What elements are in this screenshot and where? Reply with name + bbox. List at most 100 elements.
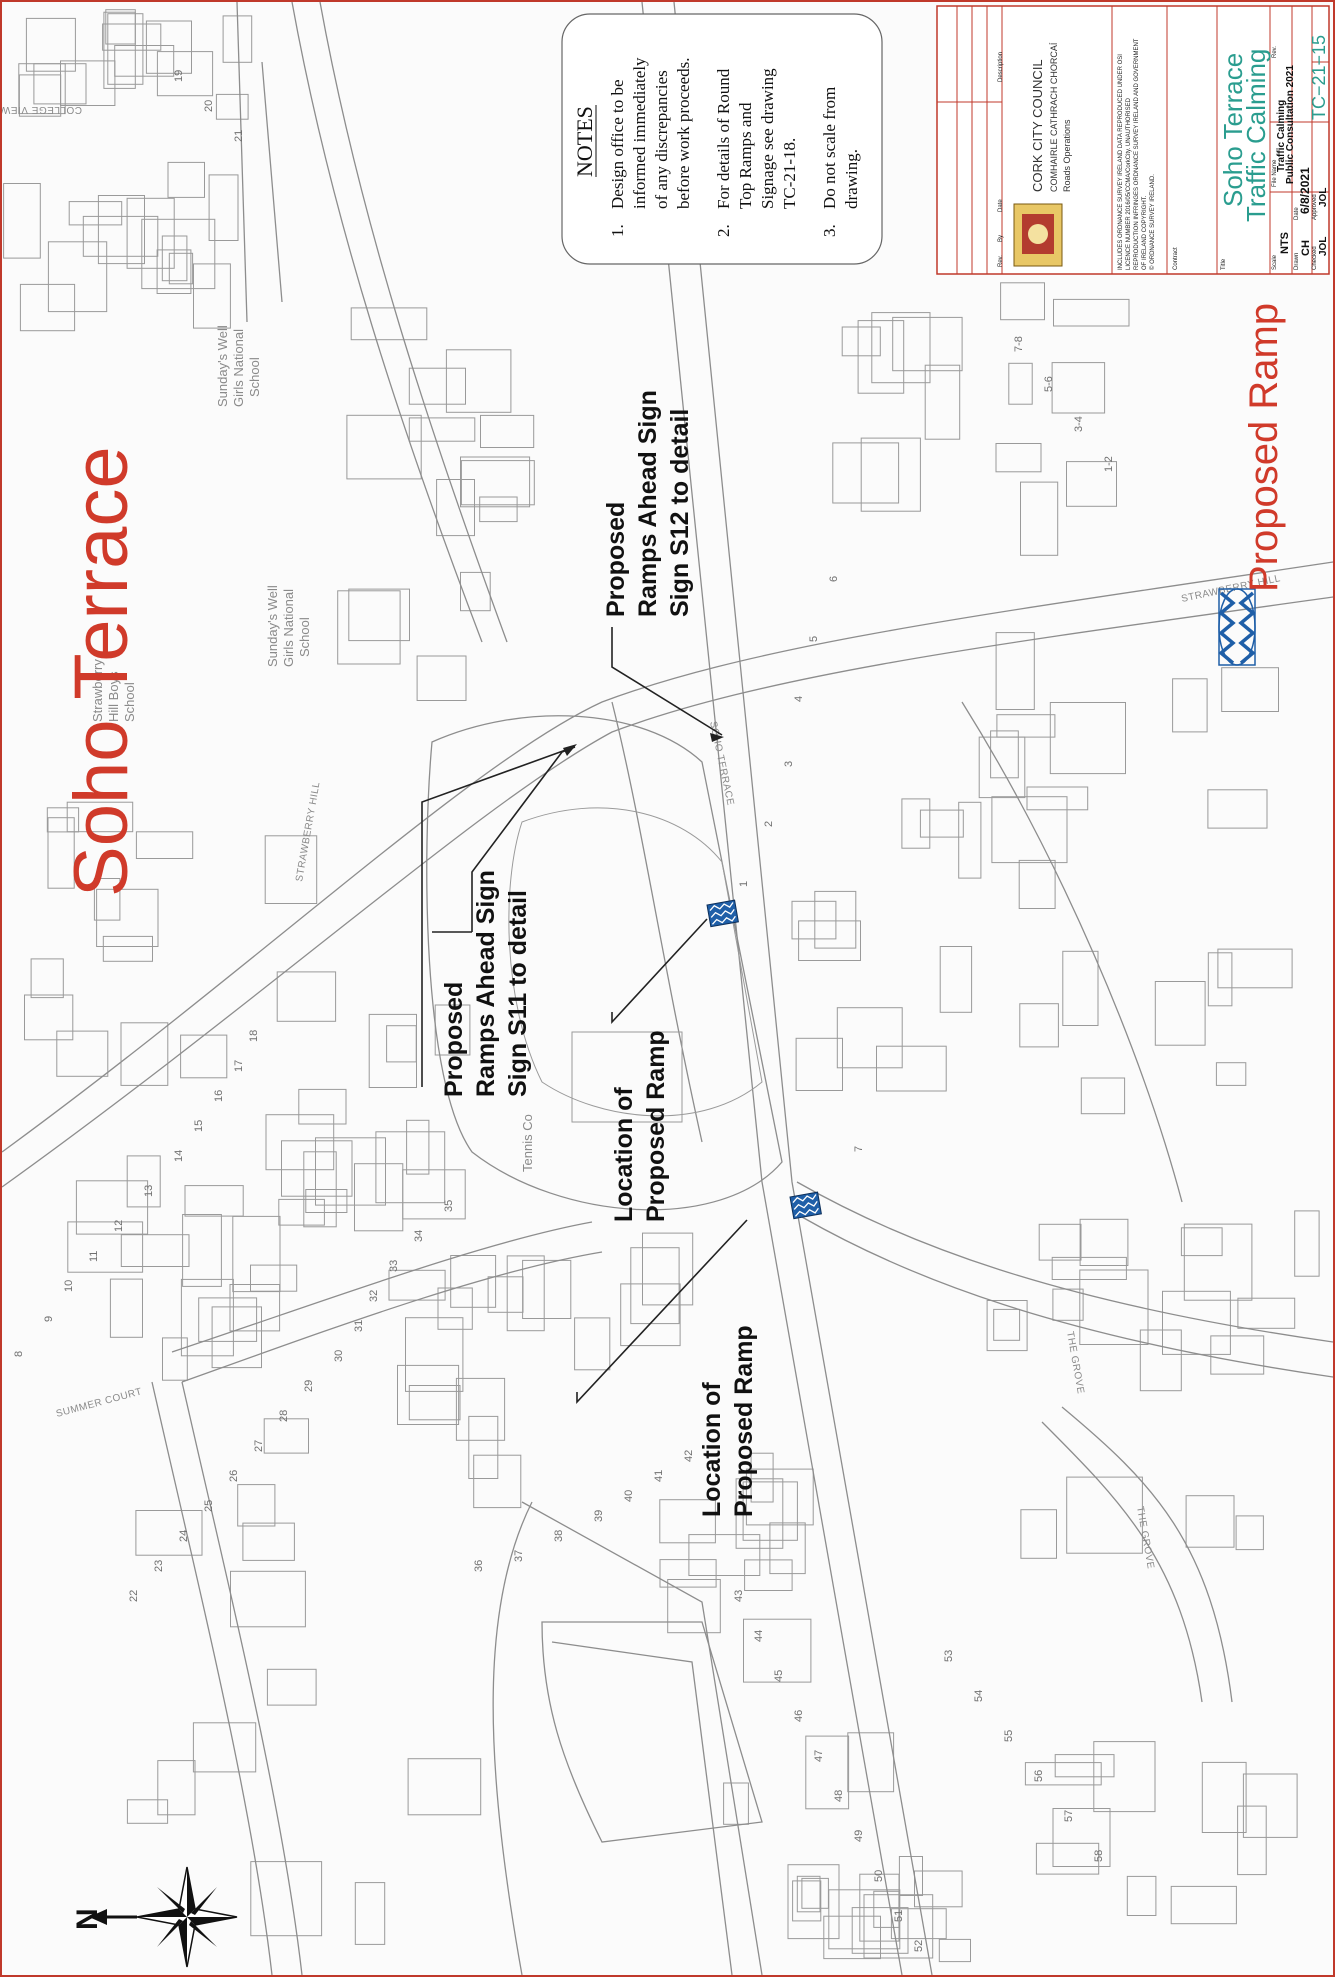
tb-date-header: Date <box>998 199 1004 212</box>
building-outline <box>1185 1495 1235 1548</box>
svg-text:Location of: Location of <box>698 1382 726 1517</box>
building-outline <box>857 320 905 394</box>
house-number: 7 <box>853 1146 865 1152</box>
tb-copyright-line: LICENCE NUMBER 2016/05/CCMA/CorkCity. UN… <box>1126 97 1132 270</box>
title-block: Rev. By Date Description CORK CITY COUNC… <box>936 5 1330 275</box>
building-outline <box>416 655 467 701</box>
building-outline <box>860 437 921 512</box>
annotation-sign-s12: Proposed Ramps Ahead Sign Sign S12 to de… <box>602 390 694 617</box>
building-outline <box>1215 1062 1247 1086</box>
ramp-symbol-2 <box>789 1191 822 1220</box>
building-outline <box>167 161 205 198</box>
building-outline <box>162 1337 188 1381</box>
building-outline <box>408 367 466 405</box>
building-outline <box>450 1255 497 1308</box>
house-number: 36 <box>473 1560 485 1572</box>
building-outline <box>1126 1875 1157 1917</box>
building-outline <box>1066 461 1117 507</box>
building-outline <box>460 456 531 508</box>
building-outline <box>832 442 900 504</box>
building-outline <box>995 443 1042 473</box>
building-outline <box>890 1908 947 1940</box>
building-outline <box>242 1522 295 1561</box>
building-outline <box>986 1300 1028 1352</box>
building-outline <box>1051 1256 1127 1281</box>
house-number: 37 <box>513 1550 525 1562</box>
svg-text:School: School <box>297 617 312 657</box>
building-outline <box>901 798 931 849</box>
building-outline <box>1000 282 1045 321</box>
building-outline <box>406 1119 430 1175</box>
building-outline <box>1207 789 1268 829</box>
house-number: 4 <box>793 696 805 702</box>
svg-text:School: School <box>247 357 262 397</box>
tb-copyright-line: INCLUDES ORDNANCE SURVEY IRELAND DATA RE… <box>1118 54 1124 270</box>
building-outline <box>67 1221 144 1273</box>
building-outline <box>265 1114 335 1171</box>
building-outlines <box>3 9 1320 1963</box>
building-outline <box>120 1234 190 1267</box>
building-outline <box>126 197 175 269</box>
tb-drawing-no: TC−21−15 <box>1309 35 1329 120</box>
building-outline <box>105 9 136 45</box>
building-outline <box>828 1889 901 1950</box>
building-outline <box>938 1938 971 1963</box>
building-outline <box>368 1013 418 1089</box>
building-outline <box>750 1452 774 1503</box>
building-outline <box>480 414 535 448</box>
building-outline <box>473 1454 522 1509</box>
tb-file-name-2: Public Consultation 2021 <box>1285 65 1296 184</box>
house-number: 13 <box>143 1185 155 1197</box>
leader-arrowheads <box>563 733 724 756</box>
tb-copyright: INCLUDES ORDNANCE SURVEY IRELAND DATA RE… <box>1118 38 1156 270</box>
building-outline <box>408 1385 461 1421</box>
building-outline <box>1051 362 1106 414</box>
house-number: 5-6 <box>1043 376 1055 392</box>
house-number: 24 <box>178 1530 190 1542</box>
note-line: informed immediately <box>630 57 649 209</box>
house-number: 55 <box>1003 1730 1015 1742</box>
building-outline <box>836 1007 903 1069</box>
note-number: 1. <box>608 224 627 237</box>
house-number: 9 <box>43 1316 55 1322</box>
house-number: 23 <box>153 1560 165 1572</box>
building-outline <box>281 1140 353 1197</box>
street-label-strawberry-hill: STRAWBERRY HILL <box>294 781 322 883</box>
house-number: 10 <box>63 1280 75 1292</box>
note-line: drawing. <box>842 149 861 209</box>
building-outline <box>75 1180 149 1235</box>
tb-checked: JOL <box>1318 237 1329 256</box>
building-outline <box>1008 362 1033 405</box>
tb-drawn: CH <box>1300 240 1312 256</box>
building-outline <box>337 590 401 665</box>
building-outline <box>958 801 982 879</box>
street-label-college-view: COLLEGE VIEW <box>2 104 82 115</box>
building-outline <box>354 1882 386 1945</box>
building-outline <box>805 1735 850 1810</box>
tb-approved-label: Approved <box>1312 194 1318 220</box>
building-outline <box>397 1364 460 1426</box>
house-number: 3 <box>783 761 795 767</box>
note-line: Signage see drawing <box>758 68 777 209</box>
note-line: before work proceeds. <box>674 57 693 209</box>
street-label-soho-terrace: SOHO TERRACE <box>707 720 736 806</box>
house-number: 19 <box>173 70 185 82</box>
svg-text:Hill Boys: Hill Boys <box>106 671 121 722</box>
building-outline <box>1172 678 1208 733</box>
building-outline <box>114 45 175 77</box>
tb-copyright-line: OF IRELAND COPYRIGHT. <box>1142 195 1148 270</box>
building-outline <box>56 1030 109 1077</box>
building-outline <box>298 1088 347 1125</box>
building-outline <box>1049 702 1127 775</box>
building-outline <box>1024 1762 1102 1786</box>
tb-file-name-1: Traffic Calming <box>1276 100 1287 172</box>
house-number: 58 <box>1093 1850 1105 1862</box>
building-outline <box>276 971 337 1022</box>
note-number: 2. <box>714 224 733 237</box>
house-number: 1 <box>738 881 750 887</box>
building-outline <box>1062 950 1099 1026</box>
house-number: 41 <box>653 1470 665 1482</box>
building-outline <box>264 835 318 904</box>
building-outline <box>1052 1808 1111 1867</box>
